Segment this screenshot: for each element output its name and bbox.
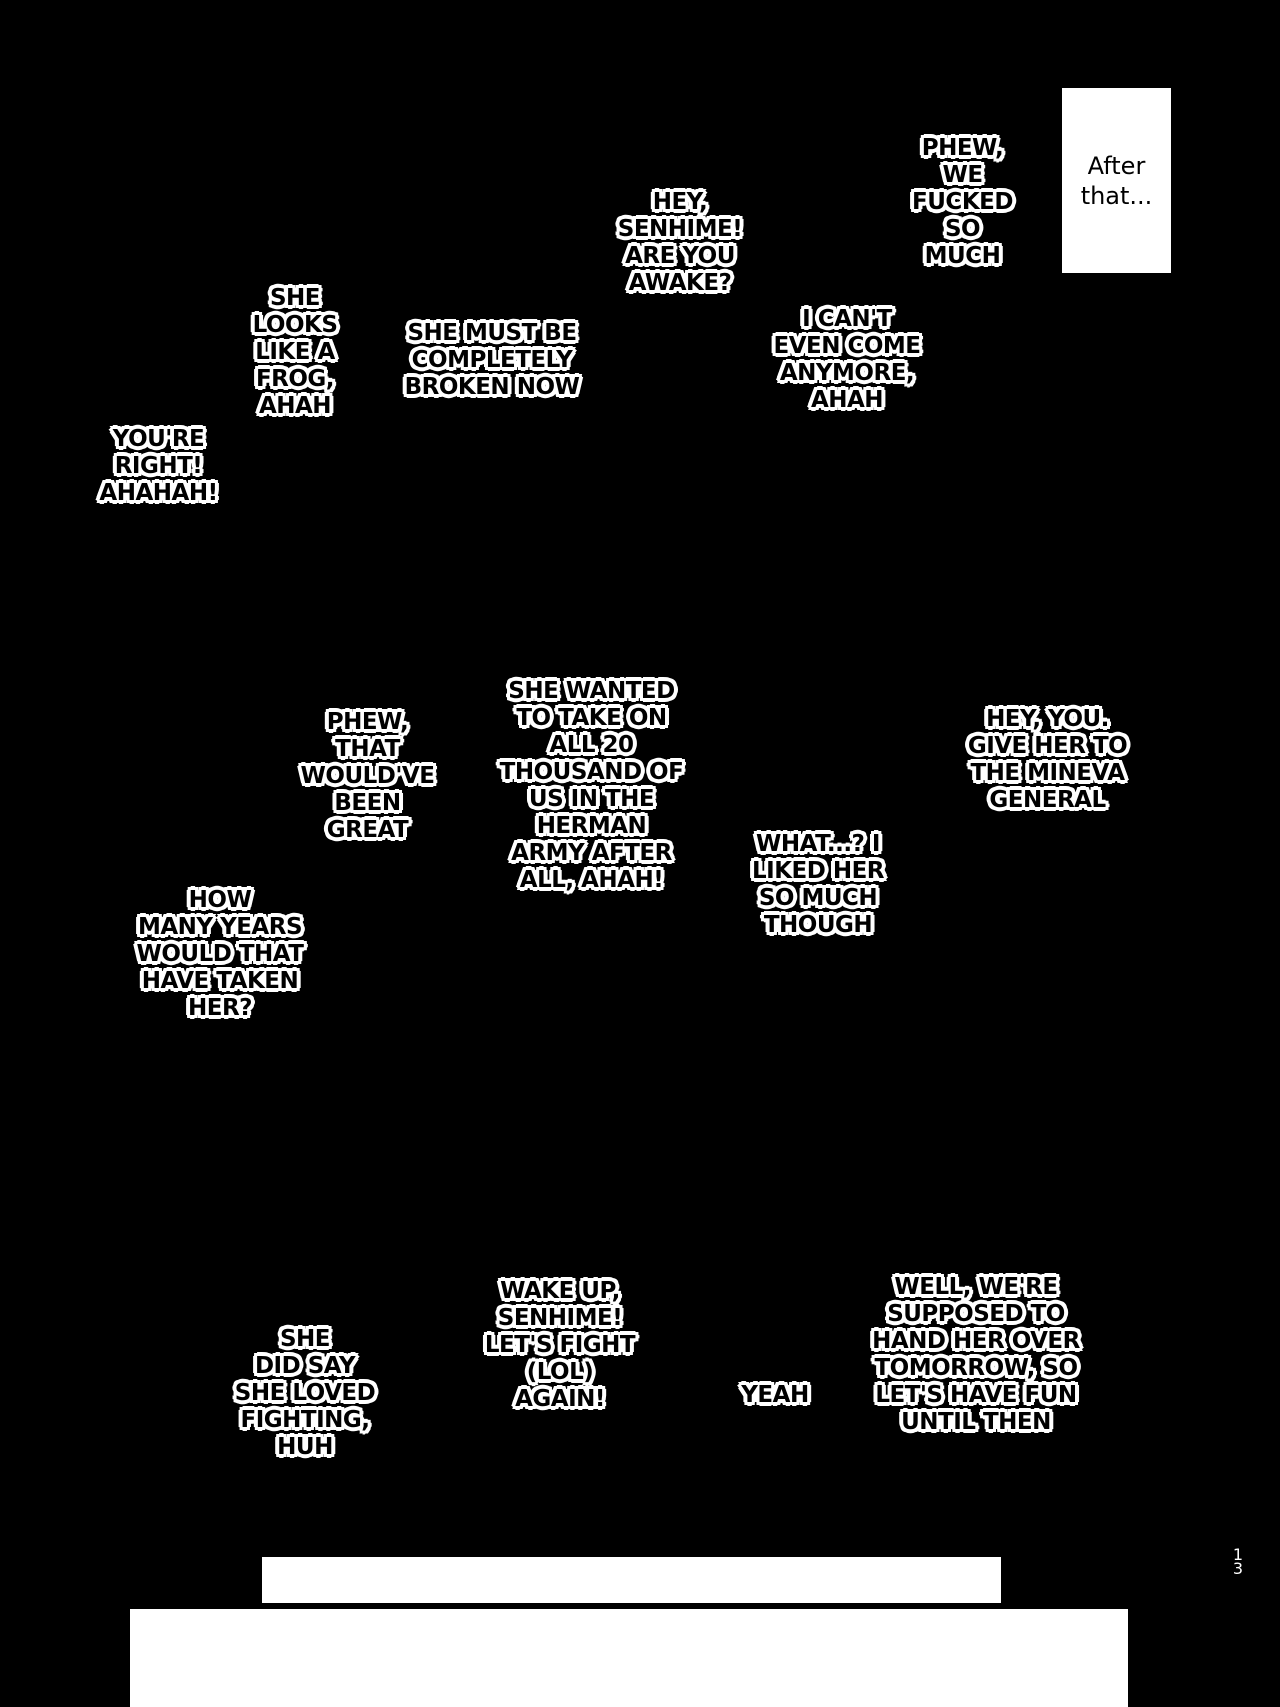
speech-line: RIGHT! xyxy=(114,453,203,479)
speech-line: HEY, xyxy=(652,189,708,215)
speech-line: THAT xyxy=(335,736,400,762)
speech-phew-great: PHEW, THAT WOULD'VE BEEN GREAT xyxy=(300,709,435,844)
speech-line: LIKE A xyxy=(255,339,335,365)
speech-line: COMPLETELY xyxy=(411,347,573,373)
speech-line: SENHIME! xyxy=(617,216,743,242)
speech-line: HOW xyxy=(188,887,252,913)
caption-line: After xyxy=(1087,151,1146,180)
speech-line: SHE xyxy=(269,285,321,311)
speech-line: HEY, YOU. xyxy=(986,706,1109,732)
speech-line: WE xyxy=(942,162,983,188)
blank-panel-strip xyxy=(262,1557,1001,1603)
speech-line: AHAH xyxy=(810,387,884,413)
page-number-digit: 1 xyxy=(1232,1545,1244,1564)
speech-line: FROG, xyxy=(255,366,335,392)
speech-line: WOULD THAT xyxy=(136,941,305,967)
speech-how-many-years: HOW MANY YEARS WOULD THAT HAVE TAKEN HER… xyxy=(130,887,310,1022)
speech-line: US IN THE xyxy=(528,786,655,812)
speech-line: SENHIME! xyxy=(497,1305,623,1331)
speech-line: LIKED HER xyxy=(751,858,885,884)
speech-line: (LOL) xyxy=(526,1359,594,1385)
speech-twenty-thousand: SHE WANTED TO TAKE ON ALL 20 THOUSAND OF… xyxy=(494,678,689,894)
speech-line: HUH xyxy=(277,1434,333,1460)
speech-line: PHEW, xyxy=(921,135,1004,161)
caption-line: that... xyxy=(1080,181,1153,210)
page-number-digit: 3 xyxy=(1232,1559,1244,1578)
speech-line: SUPPOSED TO xyxy=(887,1301,1065,1327)
speech-phew-fucked: PHEW, WE FUCKED SO MUCH xyxy=(905,135,1020,270)
speech-line: WAKE UP, xyxy=(500,1278,620,1304)
speech-line: ARMY AFTER xyxy=(511,840,672,866)
speech-line: UNTIL THEN xyxy=(901,1409,1051,1435)
speech-liked-her: WHAT...? I LIKED HER SO MUCH THOUGH xyxy=(738,831,898,939)
speech-line: LET'S FIGHT xyxy=(484,1332,636,1358)
speech-line: YOU'RE xyxy=(112,426,205,452)
speech-line: TO TAKE ON xyxy=(516,705,667,731)
speech-loved-fighting: SHE DID SAY SHE LOVED FIGHTING, HUH xyxy=(225,1326,385,1461)
speech-line: BEEN xyxy=(334,790,401,816)
speech-broken: SHE MUST BE COMPLETELY BROKEN NOW xyxy=(397,320,587,401)
speech-line: AGAIN! xyxy=(515,1386,605,1412)
speech-line: EVEN COME xyxy=(773,333,921,359)
speech-hey-senhime: HEY, SENHIME! ARE YOU AWAKE? xyxy=(610,189,750,297)
speech-line: SHE LOVED xyxy=(234,1380,376,1406)
speech-line: THOUSAND OF xyxy=(499,759,684,785)
speech-line: WOULD'VE xyxy=(300,763,435,789)
speech-line: PHEW, xyxy=(326,709,409,735)
speech-line: SHE xyxy=(279,1326,331,1352)
speech-line: HER? xyxy=(187,995,253,1021)
speech-line: AHAH xyxy=(258,393,332,419)
caption-box: After that... xyxy=(1062,88,1171,273)
caption-text: After that... xyxy=(1081,151,1153,211)
speech-line: DID SAY xyxy=(254,1353,356,1379)
speech-line: BROKEN NOW xyxy=(404,374,580,400)
speech-line: THOUGH xyxy=(763,912,873,938)
speech-line: ALL, AHAH! xyxy=(519,867,664,893)
speech-line: YEAH xyxy=(741,1382,809,1408)
speech-line: ALL 20 xyxy=(549,732,634,758)
speech-line: WHAT...? I xyxy=(756,831,880,857)
speech-line: GIVE HER TO xyxy=(967,733,1128,759)
speech-line: THE MINEVA xyxy=(970,760,1125,786)
speech-line: HERMAN xyxy=(536,813,647,839)
speech-line: LOOKS xyxy=(252,312,338,338)
speech-line: I CAN'T xyxy=(802,306,892,332)
speech-line: FUCKED xyxy=(912,189,1013,215)
speech-line: HAVE TAKEN xyxy=(141,968,299,994)
blank-panel-bottom xyxy=(130,1609,1128,1707)
speech-line: GENERAL xyxy=(989,787,1106,813)
speech-line: FIGHTING, xyxy=(240,1407,370,1433)
speech-line: GREAT xyxy=(326,817,409,843)
speech-line: SHE MUST BE xyxy=(407,320,577,346)
speech-line: AWAKE? xyxy=(628,270,732,296)
speech-line: HAND HER OVER xyxy=(872,1328,1080,1354)
speech-hey-you: HEY, YOU. GIVE HER TO THE MINEVA GENERAL xyxy=(955,706,1140,814)
speech-line: SO xyxy=(944,216,981,242)
speech-line: MANY YEARS xyxy=(137,914,303,940)
speech-line: TOMORROW, SO xyxy=(874,1355,1078,1381)
speech-hand-over: WELL, WE'RE SUPPOSED TO HAND HER OVER TO… xyxy=(866,1274,1086,1436)
speech-yeah: YEAH xyxy=(730,1382,820,1409)
speech-line: ARE YOU xyxy=(625,243,735,269)
speech-line: WELL, WE'RE xyxy=(894,1274,1058,1300)
speech-line: SHE WANTED xyxy=(508,678,675,704)
speech-line: ANYMORE, xyxy=(779,360,915,386)
speech-line: MUCH xyxy=(924,243,1001,269)
speech-youre-right: YOU'RE RIGHT! AHAHAH! xyxy=(96,426,221,507)
page-number: 1 3 xyxy=(1228,1545,1248,1578)
speech-line: AHAHAH! xyxy=(99,480,218,506)
speech-line: SO MUCH xyxy=(758,885,878,911)
speech-line: LET'S HAVE FUN xyxy=(875,1382,1077,1408)
speech-frog: SHE LOOKS LIKE A FROG, AHAH xyxy=(240,285,350,420)
speech-cant-come: I CAN'T EVEN COME ANYMORE, AHAH xyxy=(767,306,927,414)
speech-wake-up: WAKE UP, SENHIME! LET'S FIGHT (LOL) AGAI… xyxy=(470,1278,650,1413)
